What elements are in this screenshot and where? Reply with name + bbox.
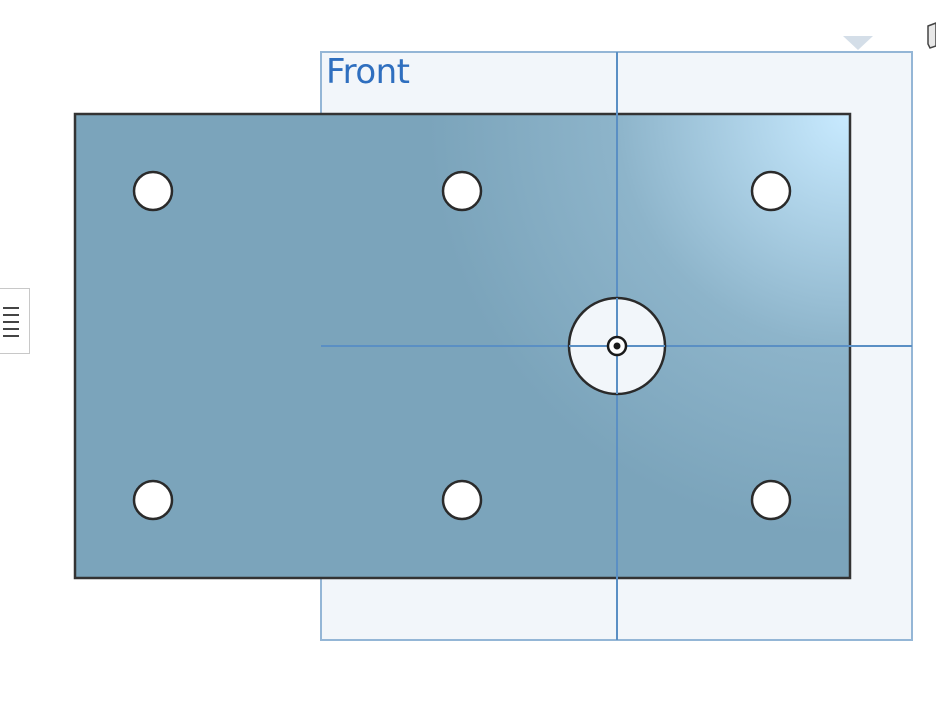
hole-pattern — [132, 170, 792, 521]
hole[interactable] — [750, 479, 792, 521]
plane-label[interactable]: Front — [326, 52, 410, 92]
hole[interactable] — [132, 170, 174, 212]
view-cube-icon[interactable] — [926, 20, 936, 50]
hole[interactable] — [441, 479, 483, 521]
triangle-down-icon[interactable] — [843, 36, 873, 50]
hole[interactable] — [132, 479, 174, 521]
list-toggle-button[interactable] — [0, 288, 30, 354]
origin-icon[interactable] — [606, 335, 628, 357]
hole[interactable] — [441, 170, 483, 212]
hole[interactable] — [750, 170, 792, 212]
